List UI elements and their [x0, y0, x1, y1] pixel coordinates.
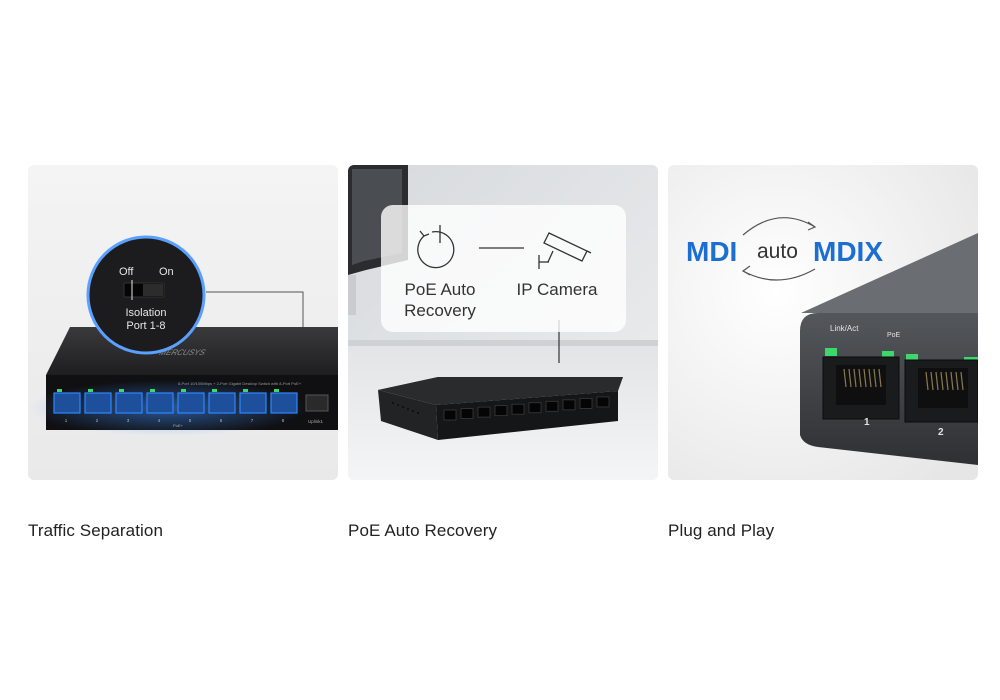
port-led	[212, 389, 217, 392]
port-number: 6	[220, 418, 223, 423]
switch-top	[801, 233, 978, 315]
port-led	[119, 389, 124, 392]
ethernet-port	[562, 399, 576, 411]
mdix-label: MDIX	[813, 236, 883, 267]
callout-line	[206, 291, 304, 327]
port-led	[274, 389, 279, 392]
ethernet-port	[528, 402, 542, 414]
ethernet-port	[545, 400, 559, 412]
port-row	[443, 396, 610, 421]
port-number-2: 2	[938, 427, 944, 438]
ethernet-port	[460, 408, 474, 419]
ip-camera-label: IP Camera	[517, 280, 598, 299]
feature-card-plug-and-play: MDI auto MDIX Link/Act PoE	[668, 165, 978, 480]
port-row: 1 2 3 4 5 6 7 8	[53, 389, 298, 423]
ethernet-port	[146, 392, 174, 414]
port-led	[150, 389, 155, 392]
port-led	[57, 389, 62, 392]
port-led	[181, 389, 186, 392]
rj45-port-2	[904, 359, 978, 423]
recovery-panel	[381, 205, 626, 332]
ethernet-port	[579, 397, 593, 409]
led-link-2	[906, 354, 918, 362]
poe-label: PoE+	[173, 423, 184, 428]
led-link-1	[825, 348, 837, 356]
port-number: 8	[282, 418, 285, 423]
power-recovery-icon	[417, 225, 455, 269]
ethernet-port	[115, 392, 143, 414]
poe-recovery-illustration: PoE Auto Recovery IP Camera	[348, 165, 658, 480]
rj45-port-1	[822, 356, 900, 420]
mdi-mdix-illustration: MDI auto MDIX Link/Act PoE	[668, 165, 978, 480]
poe-led-label: PoE	[887, 332, 901, 339]
poe-auto-label: PoE Auto	[405, 280, 476, 299]
caption-poe-auto-recovery: PoE Auto Recovery	[348, 521, 498, 540]
brand-top: MERCUSYS	[157, 348, 208, 357]
ethernet-port	[208, 392, 236, 414]
link-act-label: Link/Act	[830, 324, 859, 333]
front-panel-text: 8-Port 10/100Mbps + 2-Port Gigabit Deskt…	[178, 381, 302, 386]
feature-card-traffic-separation: MERCUSYS 8-Port 10/100Mbps + 2-Port Giga…	[28, 165, 338, 480]
ethernet-port	[511, 403, 525, 415]
mdi-label: MDI	[686, 236, 737, 267]
auto-label: auto	[757, 240, 798, 263]
isolation-ports-label: Port 1-8	[126, 320, 165, 332]
ethernet-port	[53, 392, 81, 414]
caption-plug-and-play: Plug and Play	[668, 521, 775, 540]
port-number-1: 1	[864, 417, 870, 428]
isolation-label: Isolation	[126, 307, 167, 319]
switch-off-label: Off	[119, 266, 134, 278]
port-number: 7	[251, 418, 254, 423]
port-led	[88, 389, 93, 392]
ethernet-port	[477, 406, 491, 418]
caption-traffic-separation: Traffic Separation	[28, 521, 164, 540]
traffic-separation-illustration: MERCUSYS 8-Port 10/100Mbps + 2-Port Giga…	[28, 165, 338, 480]
led-poe-1	[882, 351, 894, 359]
port-number: 2	[96, 418, 99, 423]
port-number: 5	[189, 418, 192, 423]
uplink-port	[305, 394, 329, 412]
uplink-label: Uplink1	[308, 419, 324, 424]
switch-on-label: On	[159, 266, 174, 278]
ethernet-port	[494, 405, 508, 417]
port-number: 1	[65, 418, 68, 423]
ethernet-port	[84, 392, 112, 414]
ip-camera-icon	[538, 232, 592, 269]
toggle-knob	[143, 284, 163, 296]
auto-switch-arrows-icon	[741, 217, 817, 281]
ethernet-port	[239, 392, 267, 414]
ethernet-port	[596, 396, 610, 408]
port-number: 3	[127, 418, 130, 423]
recovery-label: Recovery	[404, 301, 476, 320]
ethernet-port	[443, 409, 457, 421]
ethernet-port	[177, 392, 205, 414]
port-number: 4	[158, 418, 161, 423]
port-led	[243, 389, 248, 392]
ethernet-port	[270, 392, 298, 414]
feature-card-poe-auto-recovery: PoE Auto Recovery IP Camera	[348, 165, 658, 480]
